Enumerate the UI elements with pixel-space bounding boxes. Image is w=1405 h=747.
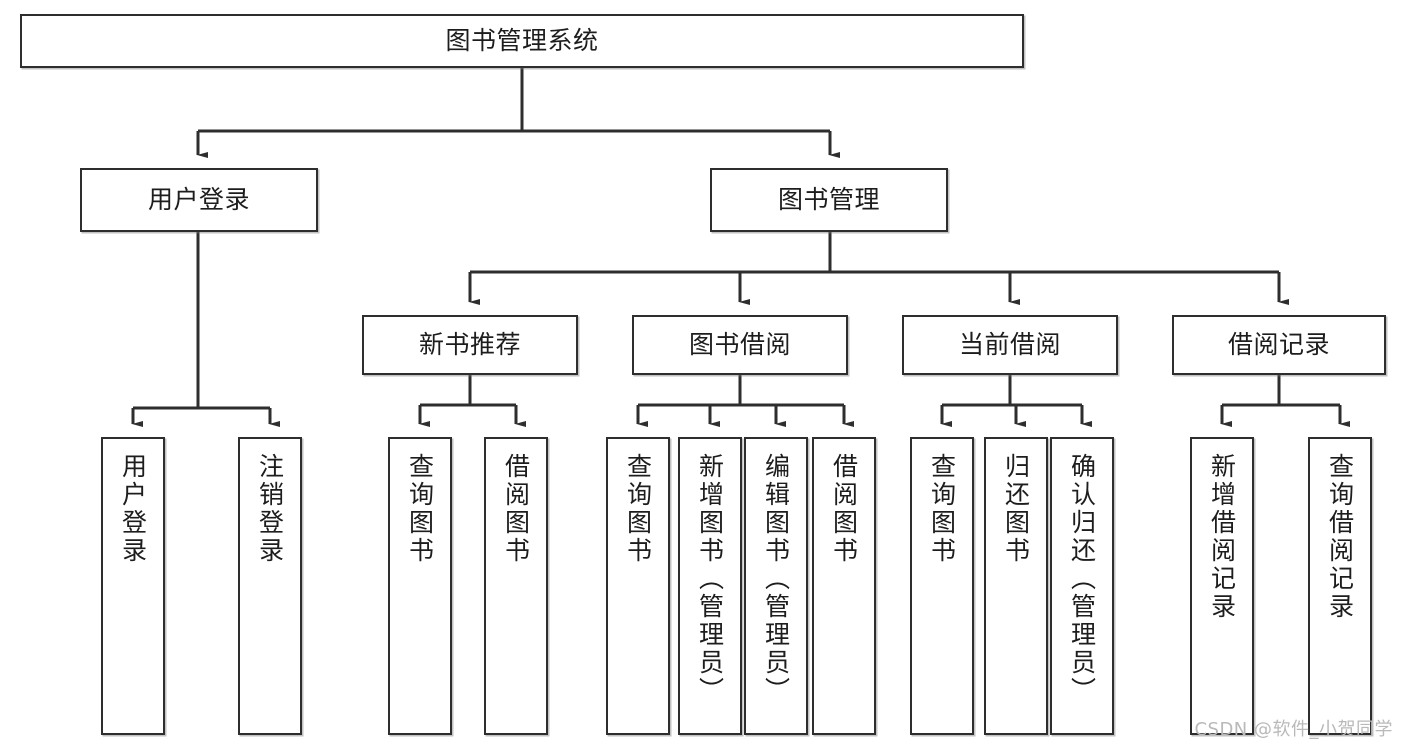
leaf-logout-label: 注销登录 bbox=[255, 453, 285, 565]
node-root[interactable]: 图书管理系统 bbox=[20, 14, 1024, 68]
node-current-borrow[interactable]: 当前借阅 bbox=[902, 315, 1118, 375]
leaf-query-book-borrow[interactable]: 查询图书 bbox=[606, 437, 670, 735]
node-root-label: 图书管理系统 bbox=[445, 26, 599, 56]
leaf-query-book-current[interactable]: 查询图书 bbox=[910, 437, 974, 735]
node-book-borrow-label: 图书借阅 bbox=[688, 330, 791, 360]
leaf-return-book-label: 归还图书 bbox=[1001, 453, 1031, 565]
csdn-watermark: CSDN @软件_小贺同学 bbox=[1194, 719, 1393, 740]
node-book-management-label: 图书管理 bbox=[777, 185, 880, 215]
node-new-book-recommend[interactable]: 新书推荐 bbox=[362, 315, 578, 375]
leaf-query-borrow-record-label: 查询借阅记录 bbox=[1325, 453, 1355, 621]
leaf-add-book-admin-label: 新增图书（管理员） bbox=[695, 453, 725, 705]
leaf-logout[interactable]: 注销登录 bbox=[238, 437, 302, 735]
leaf-user-login-label: 用户登录 bbox=[118, 453, 148, 565]
leaf-user-login[interactable]: 用户登录 bbox=[101, 437, 165, 735]
leaf-query-book-current-label: 查询图书 bbox=[927, 453, 957, 565]
leaf-query-book-newbook-label: 查询图书 bbox=[405, 453, 435, 565]
leaf-query-book-borrow-label: 查询图书 bbox=[623, 453, 653, 565]
node-borrow-record-label: 借阅记录 bbox=[1227, 330, 1330, 360]
node-user-login-label: 用户登录 bbox=[147, 185, 250, 215]
leaf-confirm-return-admin-label: 确认归还（管理员） bbox=[1067, 453, 1097, 705]
node-book-management[interactable]: 图书管理 bbox=[710, 168, 948, 232]
leaf-add-borrow-record[interactable]: 新增借阅记录 bbox=[1190, 437, 1254, 735]
leaf-add-borrow-record-label: 新增借阅记录 bbox=[1207, 453, 1237, 621]
leaf-query-borrow-record[interactable]: 查询借阅记录 bbox=[1308, 437, 1372, 735]
leaf-return-book[interactable]: 归还图书 bbox=[984, 437, 1048, 735]
leaf-borrow-book-newbook[interactable]: 借阅图书 bbox=[484, 437, 548, 735]
node-current-borrow-label: 当前借阅 bbox=[958, 330, 1061, 360]
leaf-borrow-book[interactable]: 借阅图书 bbox=[812, 437, 876, 735]
node-user-login[interactable]: 用户登录 bbox=[80, 168, 318, 232]
leaf-query-book-newbook[interactable]: 查询图书 bbox=[388, 437, 452, 735]
node-borrow-record[interactable]: 借阅记录 bbox=[1172, 315, 1386, 375]
leaf-edit-book-admin-label: 编辑图书（管理员） bbox=[761, 453, 791, 705]
node-book-borrow[interactable]: 图书借阅 bbox=[632, 315, 848, 375]
leaf-borrow-book-newbook-label: 借阅图书 bbox=[501, 453, 531, 565]
leaf-edit-book-admin[interactable]: 编辑图书（管理员） bbox=[744, 437, 808, 735]
leaf-confirm-return-admin[interactable]: 确认归还（管理员） bbox=[1050, 437, 1114, 735]
leaf-add-book-admin[interactable]: 新增图书（管理员） bbox=[678, 437, 742, 735]
leaf-borrow-book-label: 借阅图书 bbox=[829, 453, 859, 565]
node-new-book-recommend-label: 新书推荐 bbox=[418, 330, 521, 360]
